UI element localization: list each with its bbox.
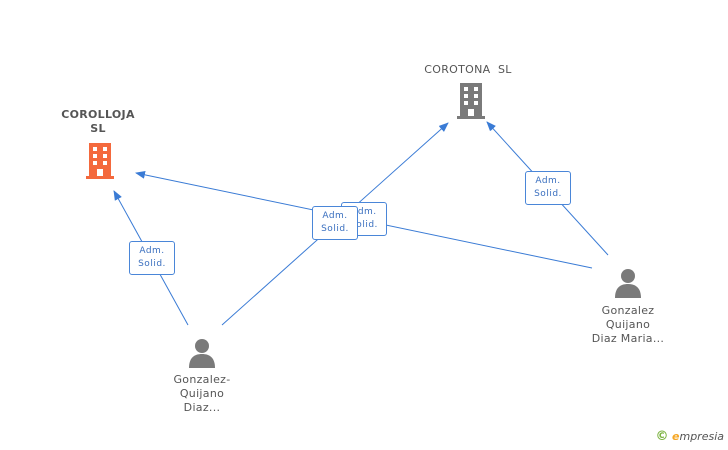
brand-logo: © empresia (656, 429, 724, 444)
copyright-icon: © (655, 429, 669, 444)
person-name-line3: Diaz Maria... (591, 332, 665, 345)
brand-initial: e (672, 430, 680, 443)
role-line2: Solid. (350, 220, 378, 230)
role-line2: Solid. (534, 189, 562, 199)
brand-name: mpresia (679, 430, 724, 443)
edge-role-badge[interactable]: Adm. Solid. (129, 241, 175, 275)
role-line1: Adm. (322, 211, 348, 221)
person-label-right: Gonzalez Quijano Diaz Maria... (576, 304, 680, 346)
company-name-line2: SL (90, 122, 106, 135)
person-name-line2: Quijano (179, 387, 225, 400)
company-label-corolloja: COROLLOJA SL (50, 108, 146, 136)
company-name-line1: COROLLOJA (61, 108, 135, 121)
person-name-line1: Gonzalez (601, 304, 655, 317)
edge-role-badge[interactable]: Adm. Solid. (312, 206, 358, 240)
building-icon[interactable] (86, 143, 114, 179)
building-icon[interactable] (456, 83, 486, 119)
role-line2: Solid. (138, 259, 166, 269)
person-icon[interactable] (188, 338, 216, 368)
person-label-left: Gonzalez- Quijano Diaz... (150, 373, 254, 415)
edge-role-badge[interactable]: Adm. Solid. (525, 171, 571, 205)
company-name: COROTONA SL (424, 63, 512, 76)
company-label-corotona: COROTONA SL (408, 63, 528, 77)
role-line1: Adm. (351, 207, 377, 217)
person-name-line3: Diaz... (183, 401, 221, 414)
role-line1: Adm. (535, 176, 561, 186)
person-name-line1: Gonzalez- (173, 373, 231, 386)
person-icon[interactable] (614, 268, 642, 298)
role-line1: Adm. (139, 246, 165, 256)
person-name-line2: Quijano (605, 318, 651, 331)
role-line2: Solid. (321, 224, 349, 234)
